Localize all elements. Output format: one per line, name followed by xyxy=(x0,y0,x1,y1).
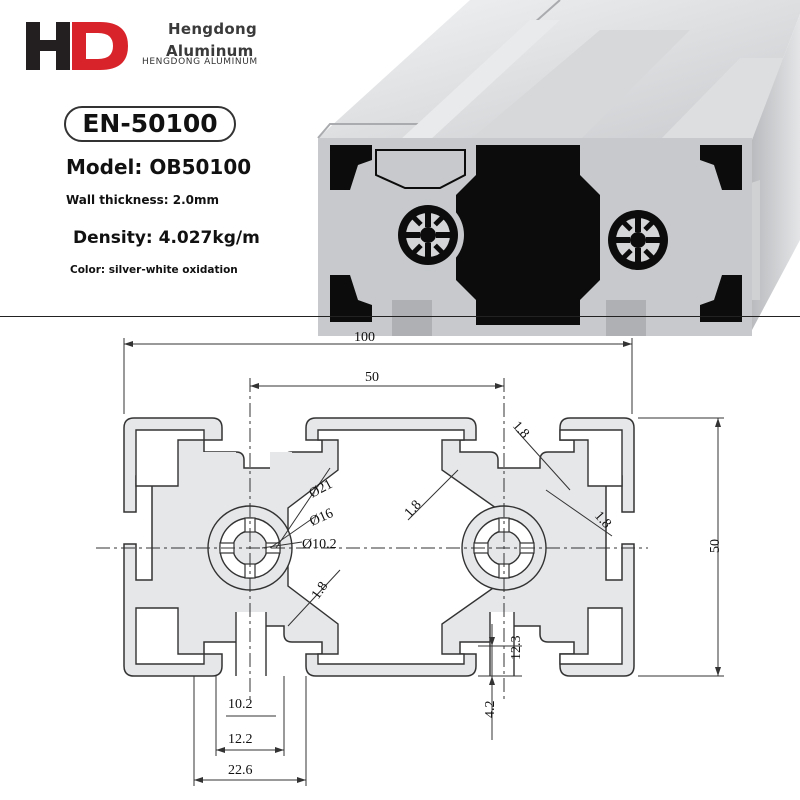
brand-name-line2: Aluminum xyxy=(166,42,254,60)
brand-name-line1: Hengdong xyxy=(168,20,258,38)
dim-slot-opening: 10.2 xyxy=(228,697,253,712)
dim-wall-a: 1.8 xyxy=(509,419,532,442)
dim-slot-inner: 12.2 xyxy=(228,732,253,747)
dim-overall-width: 100 xyxy=(354,330,375,345)
dim-center-spacing: 50 xyxy=(365,370,379,385)
section-divider xyxy=(0,316,800,317)
wall-thickness-text: Wall thickness: 2.0mm xyxy=(66,193,220,207)
brand-name-sub: HENGDONG ALUMINUM xyxy=(142,57,258,67)
dim-slot-depth: 12.3 xyxy=(509,636,524,661)
density-text: Density: 4.027kg/m xyxy=(73,228,260,248)
dim-slot-width: 22.6 xyxy=(228,763,253,778)
dim-height: 50 xyxy=(708,539,723,553)
dim-inner-bore: Ø10.2 xyxy=(302,537,337,552)
dim-lip-thickness: 4.2 xyxy=(483,701,498,719)
color-text: Color: silver-white oxidation xyxy=(70,264,238,276)
model-text: Model: OB50100 xyxy=(66,155,252,179)
product-code-badge: EN-50100 xyxy=(64,106,236,142)
